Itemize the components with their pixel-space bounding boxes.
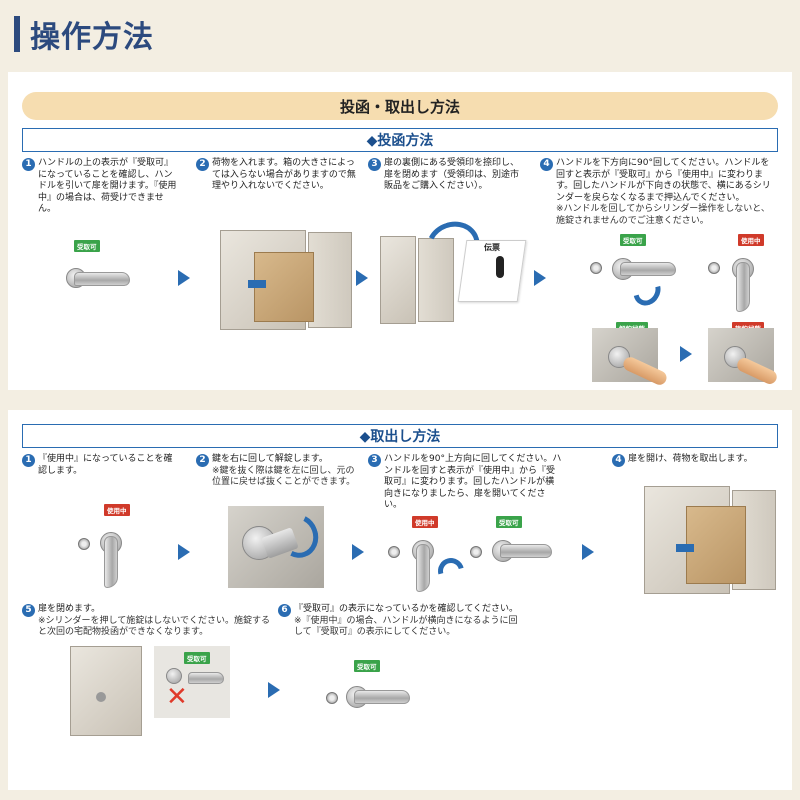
step-arrow-icon	[680, 346, 692, 362]
stamp-icon	[496, 256, 504, 278]
door-handle-vertical-icon	[416, 544, 430, 592]
step-note: ※『使用中』の場合、ハンドルが横向きになるように回して『受取可』の表示にしてくだ…	[294, 615, 518, 638]
step-text: 扉を閉めます。	[38, 604, 101, 614]
open-door-image	[418, 238, 454, 322]
remove-arrow-icon	[676, 544, 694, 552]
cylinder-lock-icon	[96, 692, 106, 702]
step-number: 3	[368, 454, 381, 467]
step-number: 4	[612, 454, 625, 467]
door-handle-horizontal-icon	[354, 690, 410, 704]
cylinder-lock-icon	[708, 262, 720, 274]
status-tag-in-use: 使用中	[738, 234, 764, 246]
step-text: ハンドルを90°上方向に回してください。ハンドルを回すと表示が『使用中』から『受…	[384, 454, 562, 510]
door-handle-horizontal-icon	[188, 672, 224, 684]
page-title-text: 操作方法	[30, 20, 154, 55]
cabinet-image	[380, 236, 416, 324]
step-number: 6	[278, 604, 291, 617]
step-arrow-icon	[268, 682, 280, 698]
step-text: ハンドルの上の表示が『受取可』になっていることを確認し、ハンドルを引いて扉を開け…	[38, 158, 177, 214]
door-handle-horizontal-icon	[500, 544, 552, 558]
step-number: 2	[196, 454, 209, 467]
cylinder-lock-icon	[78, 538, 90, 550]
status-tag-receivable: 受取可	[74, 240, 100, 252]
door-handle-horizontal-icon	[620, 262, 676, 276]
step-arrow-icon	[352, 544, 364, 560]
step-number: 1	[22, 454, 35, 467]
step-arrow-icon	[178, 270, 190, 286]
door-handle-horizontal-icon	[74, 272, 130, 286]
open-door-image	[308, 232, 352, 328]
cylinder-lock-icon	[388, 546, 400, 558]
step-number: 1	[22, 158, 35, 171]
status-tag-in-use: 使用中	[104, 504, 130, 516]
step-number: 3	[368, 158, 381, 171]
slip-label: 伝票	[484, 243, 500, 252]
step-arrow-icon	[534, 270, 546, 286]
door-handle-vertical-icon	[736, 262, 750, 312]
step-arrow-icon	[178, 544, 190, 560]
step-text: ハンドルを下方向に90°回してください。ハンドルを回すと表示が『受取可』から『使…	[556, 158, 771, 203]
step-note: ※ハンドルを回してからシリンダー操作をしないと、施錠されませんのでご注意ください…	[556, 204, 770, 226]
prohibited-x-icon: ✕	[166, 682, 188, 712]
step-number: 2	[196, 158, 209, 171]
section-header-deposit: ◆投函方法	[22, 128, 778, 152]
cylinder-lock-icon	[166, 668, 182, 684]
status-tag-receivable: 受取可	[496, 516, 522, 528]
step-number: 5	[22, 604, 35, 617]
step-arrow-icon	[582, 544, 594, 560]
status-tag-receivable: 受取可	[620, 234, 646, 246]
step-text: 『使用中』になっていることを確認します。	[38, 454, 173, 476]
step-number: 4	[540, 158, 553, 171]
retrieve-step-6: 6『受取可』の表示になっているかを確認してください。※『使用中』の場合、ハンドル…	[278, 604, 528, 639]
page-title: 操作方法	[14, 14, 154, 55]
step-text: 鍵を右に回して解錠します。	[212, 454, 328, 464]
insert-arrow-icon	[248, 280, 266, 288]
rotate-down-arrow-icon	[628, 271, 666, 311]
status-tag-receivable: 受取可	[354, 660, 380, 672]
step-note: ※鍵を抜く際は鍵を左に回し、元の位置に戻せば抜くことができます。	[212, 465, 356, 488]
retrieve-step-1: 1『使用中』になっていることを確認します。	[22, 454, 182, 477]
cylinder-lock-icon	[590, 262, 602, 274]
closed-cabinet-image	[70, 646, 142, 736]
parcel-image	[686, 506, 746, 584]
step-text: 『受取可』の表示になっているかを確認してください。	[294, 604, 519, 614]
step-note: ※シリンダーを押して施錠はしないでください。施錠すると次回の宅配物投函ができなく…	[38, 615, 271, 638]
title-accent-bar	[14, 16, 20, 52]
step-text: 扉を開け、荷物を取出します。	[628, 454, 753, 464]
status-tag-in-use: 使用中	[412, 516, 438, 528]
section-header-retrieve: ◆取出し方法	[22, 424, 778, 448]
cylinder-lock-icon	[326, 692, 338, 704]
rotate-up-arrow-icon	[433, 553, 469, 589]
door-handle-vertical-icon	[104, 536, 118, 588]
step-arrow-icon	[356, 270, 368, 286]
step-text: 扉の裏側にある受領印を捺印し、扉を閉めます（受領印は、別途市販品をご購入ください…	[384, 158, 520, 191]
status-tag-receivable: 受取可	[184, 652, 210, 664]
step-text: 荷物を入れます。箱の大きさによっては入らない場合がありますので無理やり入れないで…	[212, 158, 356, 191]
cylinder-lock-icon	[470, 546, 482, 558]
main-banner: 投函・取出し方法	[22, 92, 778, 120]
